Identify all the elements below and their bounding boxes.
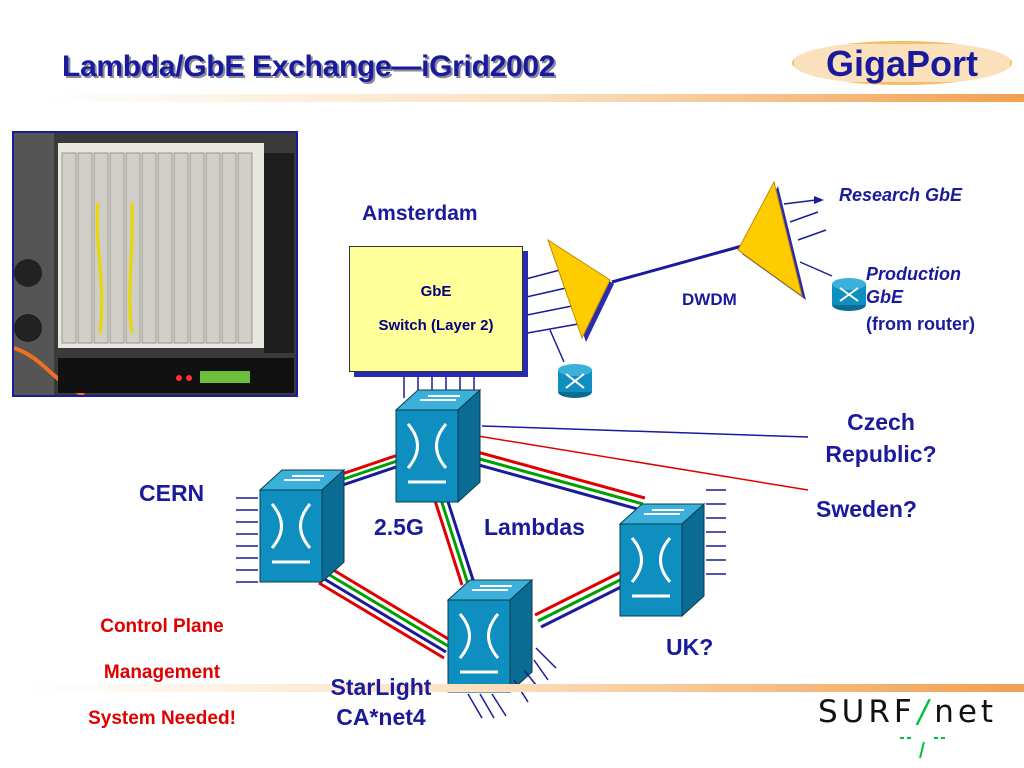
- switch-to-mux: [521, 269, 579, 363]
- footer-bar: [30, 684, 1024, 692]
- note-control-plane: Control Plane: [100, 616, 224, 637]
- switch-icon-uk: [618, 502, 706, 618]
- surfnet-logo-surf: SURF: [818, 694, 916, 730]
- switch-icon-starlight: [446, 578, 534, 694]
- gigaport-logo: GigaPort: [790, 36, 1014, 86]
- production-line1: Production: [866, 264, 961, 284]
- mux-prism-left: [547, 238, 614, 342]
- starlight-line2: CA*net4: [336, 704, 426, 730]
- sweden-label: Sweden?: [816, 496, 917, 522]
- production-gbe-line3: (from router): [866, 314, 975, 334]
- gbe-switch-box: GbE Switch (Layer 2): [349, 246, 523, 372]
- uk-label: UK?: [666, 634, 714, 660]
- cern-ports: [236, 497, 258, 583]
- note-management: Management: [103, 662, 221, 683]
- mux-prism-right: [737, 180, 806, 300]
- czech-line2: Republic?: [825, 441, 937, 467]
- czech-line1: Czech: [847, 409, 915, 435]
- switch-icon-amsterdam: [394, 388, 482, 504]
- gigaport-logo-text: GigaPort: [826, 43, 978, 84]
- production-gbe-line2: GbE: [866, 287, 904, 307]
- switch-label-line2: Switch (Layer 2): [378, 317, 494, 334]
- speed-label: 2.5G: [374, 514, 424, 540]
- router-icon-production: [832, 278, 866, 311]
- link-to-sweden: [477, 435, 809, 491]
- cern-label: CERN: [139, 480, 205, 506]
- uk-ports: [706, 489, 726, 575]
- lambdas-label: Lambdas: [484, 514, 585, 540]
- dwdm-fiber: [611, 244, 743, 284]
- router-icon: [558, 364, 592, 398]
- equipment-photo: [12, 131, 298, 397]
- czech-label: Czech Republic?: [806, 406, 956, 470]
- lambda-ams-uk: [467, 448, 646, 512]
- lambda-uk-starlight: [534, 568, 632, 629]
- switch-label-line1: GbE: [420, 283, 452, 300]
- page-title: Lambda/GbE Exchange—iGrid2002: [62, 50, 556, 83]
- header-bar: [40, 94, 1024, 102]
- header-decoration: [40, 94, 1024, 102]
- lambda-cern-starlight: [318, 563, 451, 660]
- starlight-line1: StarLight: [330, 674, 432, 700]
- link-to-czech: [481, 425, 809, 438]
- surfnet-logo: SURF/net: [818, 694, 998, 730]
- mux-outputs: [783, 199, 833, 277]
- surfnet-logo-mark: [900, 737, 948, 759]
- switch-icon-cern: [258, 468, 346, 584]
- dwdm-label: DWDM: [682, 290, 737, 309]
- amsterdam-label: Amsterdam: [362, 202, 478, 225]
- note-system-needed: System Needed!: [88, 708, 236, 729]
- surfnet-logo-net: net: [934, 694, 998, 730]
- starlight-label: StarLight CA*net4: [306, 672, 456, 732]
- arrow-icon: [814, 196, 824, 204]
- production-gbe-label: Production: [866, 261, 961, 287]
- research-gbe-label: Research GbE: [839, 185, 963, 205]
